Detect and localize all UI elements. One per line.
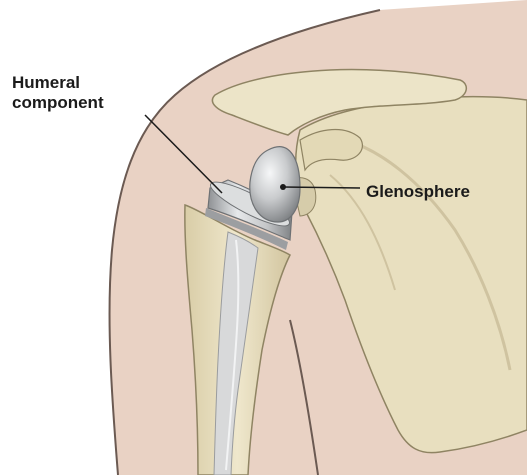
humeral-component-label: Humeral component: [12, 73, 104, 113]
humeral-label-line1: Humeral: [12, 73, 104, 93]
glenosphere-label: Glenosphere: [366, 182, 470, 202]
humeral-label-line2: component: [12, 93, 104, 113]
